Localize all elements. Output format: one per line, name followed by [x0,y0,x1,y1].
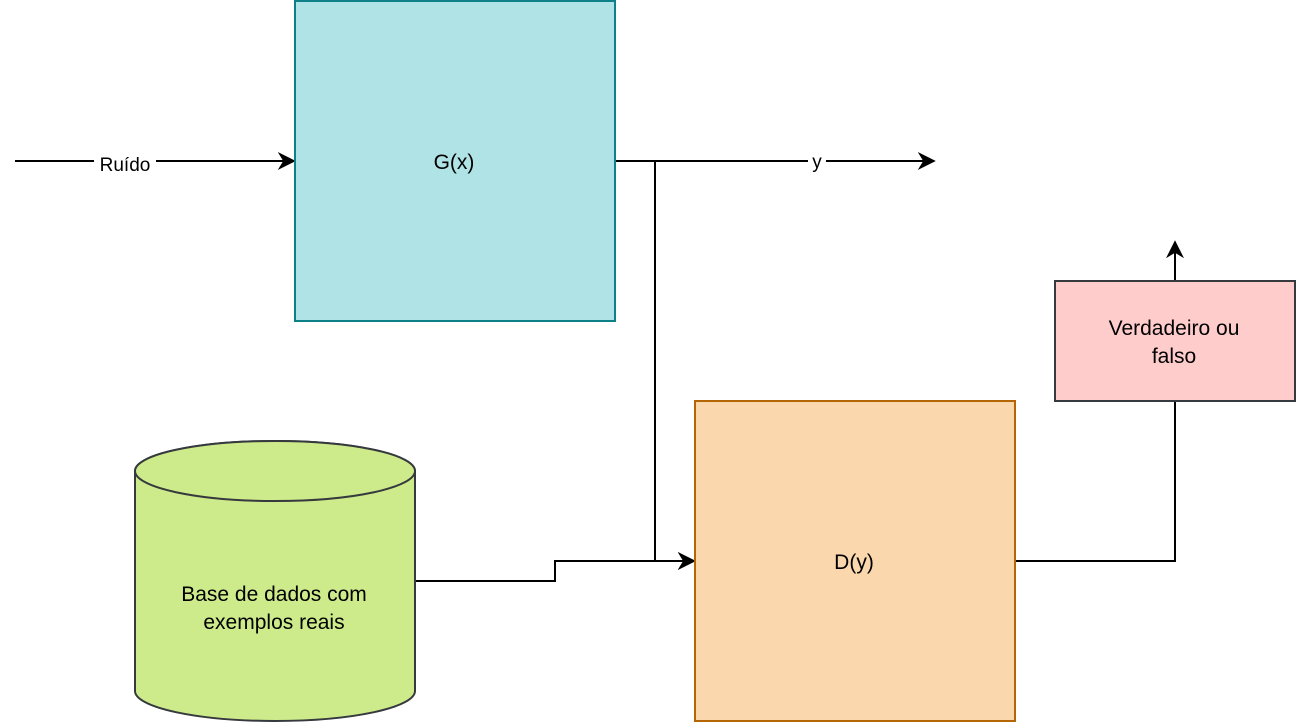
y-label-bg [808,150,826,172]
generator-node[interactable]: G(x) [294,0,616,322]
discriminator-node[interactable]: D(y) [694,400,1016,722]
edge-discriminator-output[interactable] [1015,401,1176,562]
output-label-line2: falso [1152,345,1196,368]
generator-box [294,0,616,322]
database-cylinder-top [134,440,416,502]
database-node[interactable]: Base de dados com exemplos reais [134,440,416,722]
output-box [1054,280,1296,402]
noise-label-bg [94,151,156,175]
y-label: y [812,152,822,173]
database-label-line2: exemplos reais [203,611,344,634]
output-label-line1: Verdadeiro ou [1109,317,1240,340]
edge-generator-to-discriminator[interactable] [615,160,696,570]
noise-label: Ruído [100,155,151,176]
generator-label: G(x) [434,151,475,174]
edge-database-to-discriminator[interactable] [415,552,696,582]
database-label-line1: Base de dados com [181,583,367,606]
discriminator-box [694,400,1016,722]
discriminator-label: D(y) [834,551,874,574]
output-node[interactable]: Verdadeiro ou falso [1054,280,1296,402]
